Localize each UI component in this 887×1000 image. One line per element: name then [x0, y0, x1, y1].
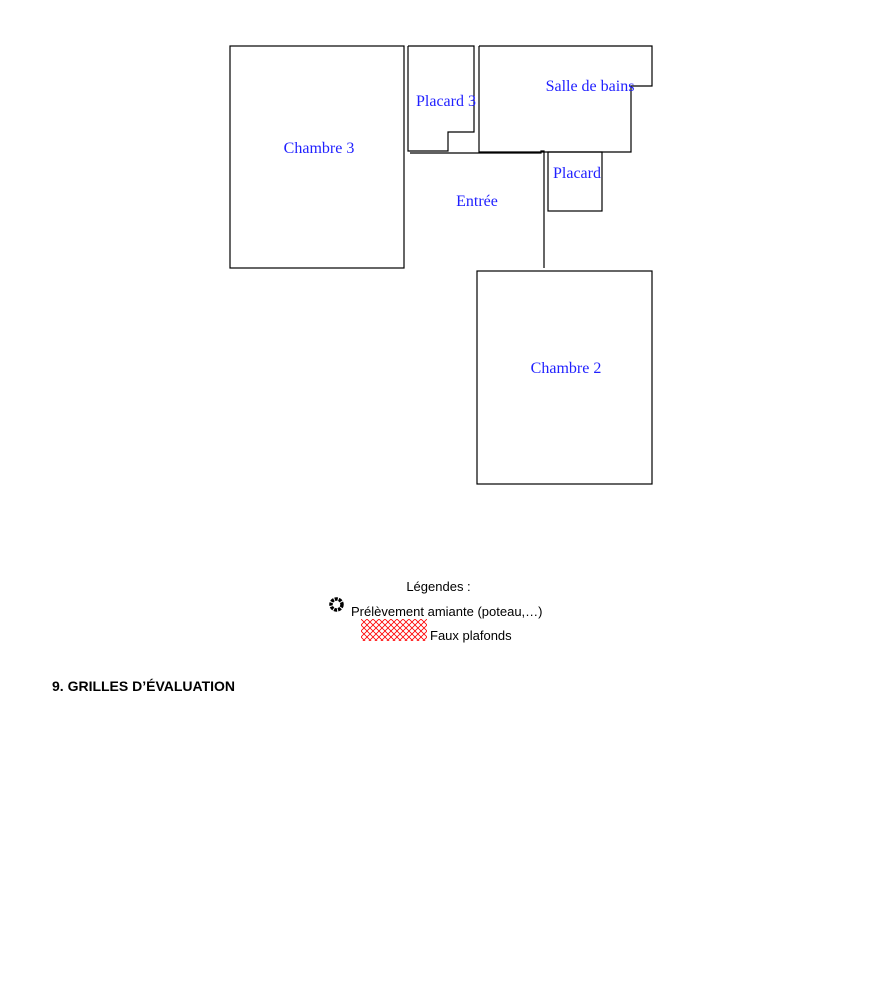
label-salle-de-bains: Salle de bains	[546, 78, 635, 95]
label-entree: Entrée	[456, 193, 498, 210]
room-placard	[547, 151, 603, 212]
label-chambre-3: Chambre 3	[284, 140, 355, 157]
floor-plan: Chambre 3 Placard 3 Salle de bains Placa…	[229, 45, 653, 485]
label-placard-3: Placard 3	[416, 93, 476, 110]
legend-asbestos-sample-label: Prélèvement amiante (poteau,…)	[351, 604, 543, 619]
room-placard-3	[407, 45, 475, 152]
label-placard: Placard	[553, 165, 601, 182]
section-heading: 9. GRILLES D’ÉVALUATION	[52, 678, 236, 694]
room-salle-de-bains	[478, 45, 653, 153]
legend-false-ceilings-label: Faux plafonds	[430, 628, 512, 643]
legend-title: Légendes :	[406, 579, 471, 594]
wall-entree	[410, 150, 545, 268]
label-chambre-2: Chambre 2	[531, 360, 602, 377]
room-chambre-2	[476, 270, 653, 485]
crosshatch-pattern-icon	[361, 619, 427, 641]
ring-icon	[329, 597, 344, 612]
room-chambre-3	[229, 45, 405, 269]
